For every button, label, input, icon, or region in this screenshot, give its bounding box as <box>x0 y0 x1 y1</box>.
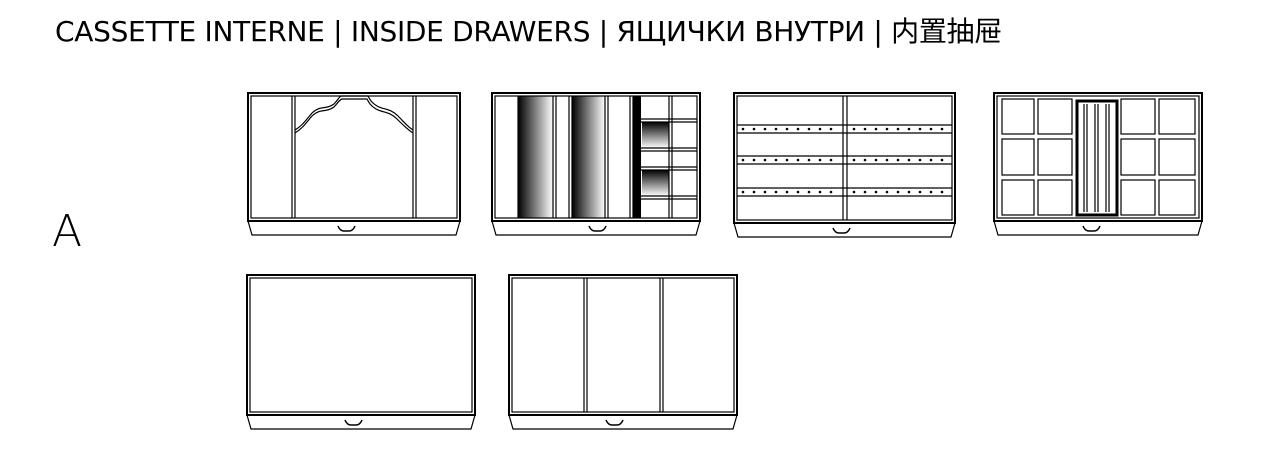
drawer-curtain-handle <box>337 225 356 232</box>
drawer-vertical-slots-handle <box>588 225 607 232</box>
drawer-jewelry-studs <box>741 127 944 194</box>
drawer-curtain <box>247 92 461 236</box>
drawer-grid-compartments <box>993 92 1203 236</box>
drawer-grid-handle <box>1082 225 1101 232</box>
drawer-jewelry-bars <box>733 92 956 238</box>
drawer-jewelry-handle <box>832 227 851 234</box>
drawer-three-sections <box>508 274 738 430</box>
drawer-vertical-slots <box>491 92 701 236</box>
page-title: CASSETTE INTERNE | INSIDE DRAWERS | ЯЩИЧ… <box>55 15 1002 48</box>
drawer-plain-handle <box>344 419 363 426</box>
drawer-plain <box>246 274 476 430</box>
drawer-three-sections-handle <box>605 419 624 426</box>
row-label: A <box>52 206 83 257</box>
